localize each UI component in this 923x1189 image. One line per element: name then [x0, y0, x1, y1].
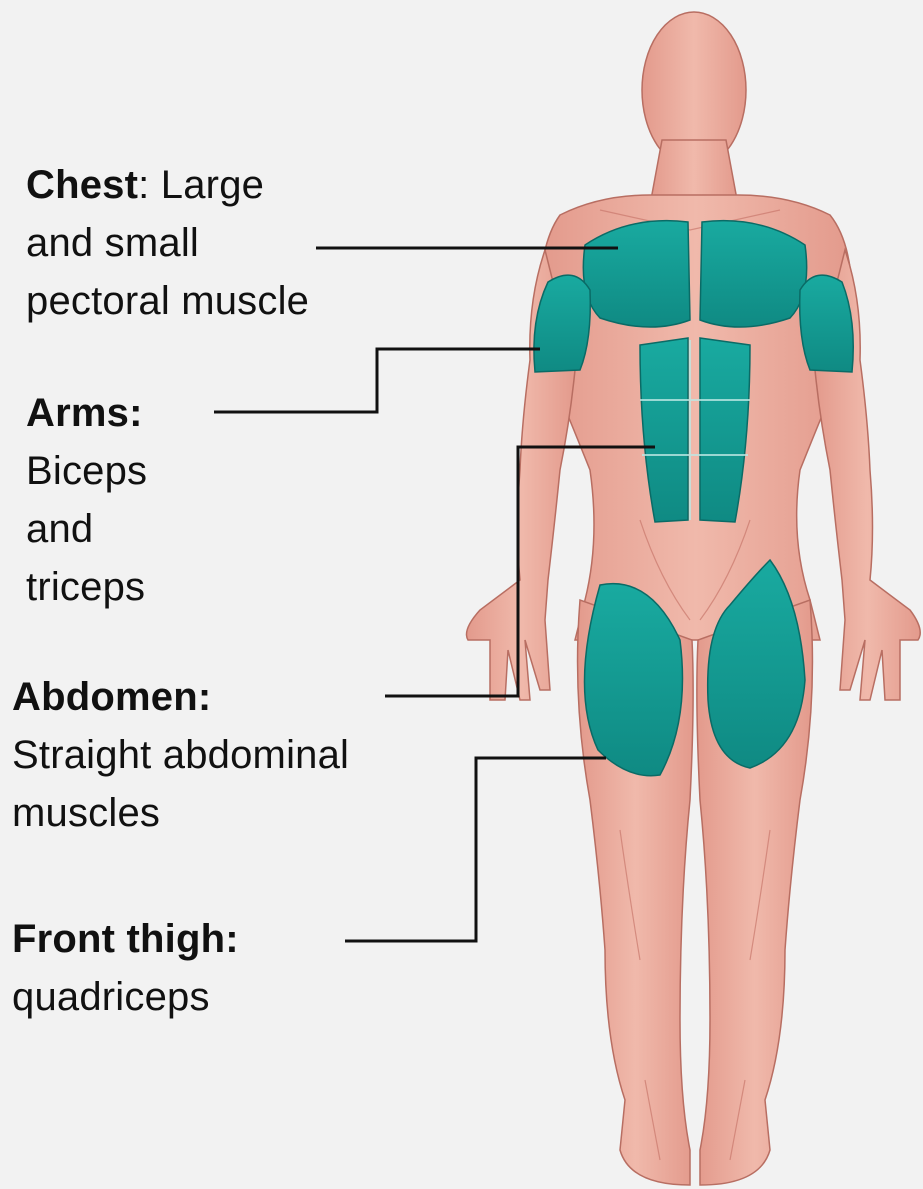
arms-leader-line: [214, 349, 540, 412]
front-thigh-title: Front thigh:: [12, 910, 342, 968]
chest-desc-line3: pectoral muscle: [26, 272, 406, 330]
front-thigh-label: Front thigh: quadriceps: [12, 910, 342, 1026]
arms-desc-line3: triceps: [26, 558, 206, 616]
chest-sep: :: [138, 163, 161, 207]
arms-desc-line2: and: [26, 500, 206, 558]
chest-label: Chest: Large and small pectoral muscle: [26, 156, 406, 330]
front-thigh-desc-line1: quadriceps: [12, 968, 342, 1026]
left-pectoral: [583, 221, 690, 327]
arms-label: Arms: Biceps and triceps: [26, 384, 206, 616]
chest-desc-line1: Large: [161, 163, 264, 207]
abdomen-desc-line1: Straight abdominal: [12, 726, 462, 784]
right-pectoral: [700, 221, 807, 327]
abdomen-title: Abdomen:: [12, 668, 462, 726]
right-deltoid-biceps: [800, 275, 854, 372]
chest-title: Chest: [26, 163, 138, 207]
arms-title: Arms:: [26, 384, 206, 442]
abdomen-label: Abdomen: Straight abdominal muscles: [12, 668, 462, 842]
chest-desc-line2: and small: [26, 214, 406, 272]
arms-desc-line1: Biceps: [26, 442, 206, 500]
body-silhouette: [467, 12, 921, 1185]
abdomen-desc-line2: muscles: [12, 784, 462, 842]
